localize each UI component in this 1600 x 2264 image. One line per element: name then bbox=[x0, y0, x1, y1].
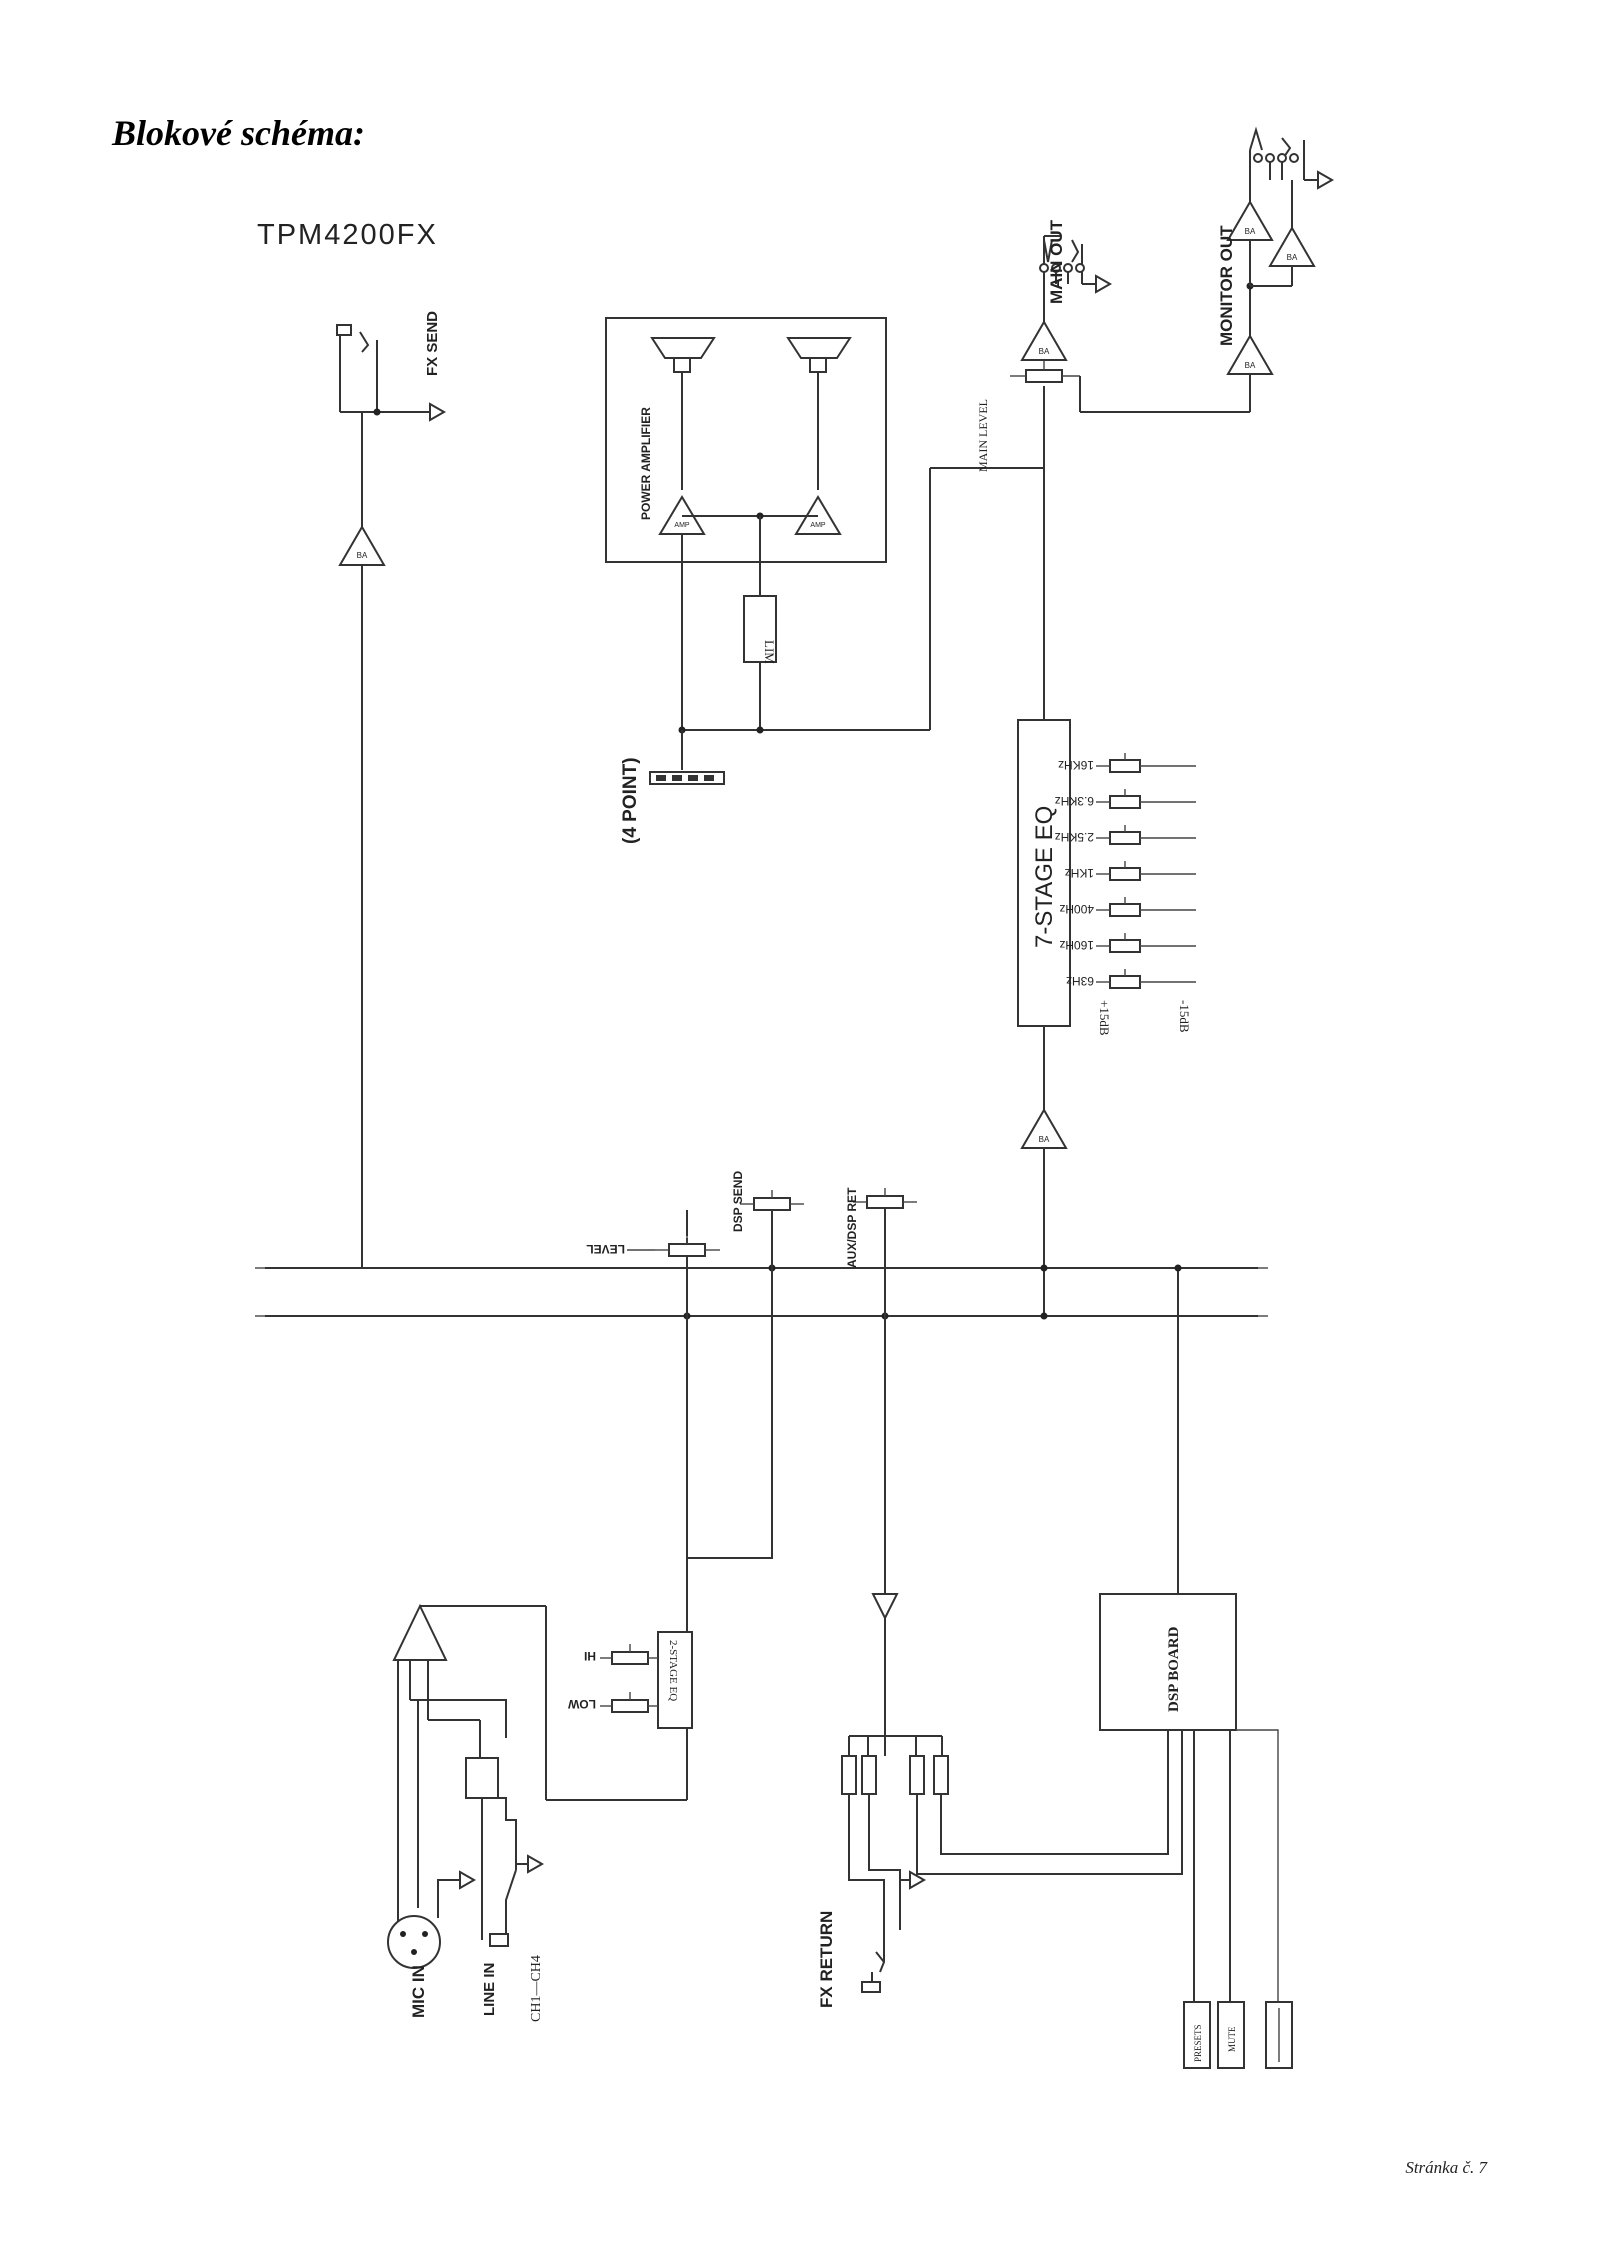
svg-text:63Hz: 63Hz bbox=[1066, 974, 1094, 988]
footswitch-box bbox=[1265, 2001, 1293, 2069]
fx-return-buffer-amp bbox=[871, 1593, 899, 1621]
fx-send-label: FX SEND bbox=[424, 311, 441, 376]
channel-range-label: CH1—CH4 bbox=[529, 1955, 544, 2022]
svg-text:16KHz: 16KHz bbox=[1058, 758, 1094, 772]
eq-band-160hz: 160Hz bbox=[1059, 933, 1196, 953]
svg-text:2.5KHz: 2.5KHz bbox=[1055, 830, 1094, 844]
dsp-board: DSP BOARD bbox=[1099, 1264, 1279, 2002]
power-amplifier-section: POWER AMPLIFIER AMP AMP LIM bbox=[605, 317, 1044, 844]
svg-text:LEVEL: LEVEL bbox=[586, 1242, 625, 1256]
fx-send-buffer-amp: BA bbox=[338, 525, 386, 566]
level-pot-clean: LEVEL bbox=[586, 1236, 720, 1257]
mic-in-label: MIC IN bbox=[409, 1965, 428, 2018]
page-heading: Blokové schéma: bbox=[112, 113, 365, 153]
mix-buses bbox=[255, 1267, 1268, 1317]
eq-band-400hz: 400Hz bbox=[1059, 897, 1196, 917]
level-to-dsp-send bbox=[686, 1210, 773, 1559]
hi-pot: HI bbox=[584, 1644, 658, 1665]
svg-text:PRESETS: PRESETS bbox=[1193, 2024, 1203, 2062]
monitor-buffer-amp-b: BA bbox=[1268, 226, 1316, 267]
mic-preamp bbox=[392, 1603, 517, 1938]
monitor-input-buffer-amp: BA bbox=[1226, 334, 1274, 375]
eq-plus-15db: +15dB bbox=[1097, 1000, 1112, 1036]
main-out-section: BA 7-STAGE EQ +15dB -15dB 16KHz 6 bbox=[976, 219, 1196, 1320]
dsp-send-label: DSP SEND bbox=[731, 1171, 745, 1232]
low-pot: LOW bbox=[567, 1692, 658, 1713]
monitor-out-jack bbox=[1249, 126, 1335, 190]
svg-text:BA: BA bbox=[1287, 253, 1298, 262]
xlr-mic-connector bbox=[387, 1870, 477, 1969]
eq-band-1khz: 1KHz bbox=[1065, 861, 1196, 881]
svg-text:6.3KHz: 6.3KHz bbox=[1055, 794, 1094, 808]
main-level-label: MAIN LEVEL bbox=[976, 399, 990, 472]
fx-send-jack bbox=[336, 324, 447, 422]
svg-text:BA: BA bbox=[1039, 347, 1050, 356]
svg-text:DSP BOARD: DSP BOARD bbox=[1166, 1626, 1182, 1712]
main-out-jack bbox=[1039, 235, 1113, 294]
svg-text:LOW: LOW bbox=[567, 1697, 596, 1711]
svg-text:400Hz: 400Hz bbox=[1059, 902, 1094, 916]
monitor-out-label: MONITOR OUT bbox=[1217, 225, 1236, 346]
svg-text:LIM: LIM bbox=[762, 640, 777, 664]
aux-dsp-ret-potentiometer bbox=[853, 1188, 917, 1209]
eq-band-faders: 16KHz 6.3KHz 2.5KHz 1KHz bbox=[1055, 753, 1196, 989]
eq-band-16khz: 16KHz bbox=[1058, 753, 1196, 773]
line-in-label: LINE IN bbox=[481, 1963, 498, 2016]
svg-text:1KHz: 1KHz bbox=[1065, 866, 1094, 880]
svg-text:BA: BA bbox=[1245, 361, 1256, 370]
svg-text:AMP: AMP bbox=[674, 522, 690, 529]
aux-dsp-ret-label: AUX/DSP RET bbox=[845, 1187, 859, 1268]
fx-return-label: FX RETURN bbox=[817, 1911, 836, 2008]
main-out-buffer-amp: BA bbox=[1020, 320, 1068, 361]
eq-band-63hz: 63Hz bbox=[1066, 969, 1196, 989]
line-in-jack bbox=[481, 1838, 545, 1947]
svg-text:2-STAGE EQ: 2-STAGE EQ bbox=[667, 1640, 679, 1701]
power-amplifier-label: POWER AMPLIFIER bbox=[639, 407, 653, 520]
left-speaker-icon bbox=[650, 337, 716, 490]
page-footer: Stránka č. 7 bbox=[1405, 2158, 1487, 2177]
right-speaker-icon bbox=[786, 337, 852, 490]
svg-text:AMP: AMP bbox=[810, 522, 826, 529]
svg-text:MUTE: MUTE bbox=[1227, 2026, 1237, 2052]
fx-return-jack bbox=[861, 1870, 927, 1993]
svg-text:BA: BA bbox=[1245, 227, 1256, 236]
svg-text:HI: HI bbox=[584, 1649, 596, 1663]
svg-text:160Hz: 160Hz bbox=[1059, 938, 1094, 952]
monitor-out-section: BA BA BA M bbox=[1079, 126, 1335, 413]
fx-return-chain bbox=[841, 1208, 1183, 1993]
svg-text:BA: BA bbox=[1039, 1135, 1050, 1144]
seven-stage-eq: 7-STAGE EQ bbox=[1017, 719, 1071, 1027]
mute-box: MUTE bbox=[1217, 2001, 1245, 2069]
eq-band-2k5hz: 2.5KHz bbox=[1055, 825, 1196, 845]
eq-minus-15db: -15dB bbox=[1177, 1000, 1192, 1033]
presets-box: PRESETS bbox=[1183, 2001, 1211, 2069]
eq-band-6k3hz: 6.3KHz bbox=[1055, 789, 1196, 809]
svg-text:BA: BA bbox=[357, 551, 368, 560]
four-point-label: (4 POINT) bbox=[620, 757, 641, 844]
fx-send-section: BA FX SEND bbox=[336, 311, 447, 1268]
eq-input-buffer-amp: BA bbox=[1020, 1108, 1068, 1149]
svg-text:7-STAGE EQ: 7-STAGE EQ bbox=[1031, 806, 1058, 948]
model-name: TPM4200FX bbox=[257, 219, 438, 251]
four-point-connector bbox=[649, 730, 725, 785]
monitor-buffer-amp-a: BA bbox=[1226, 200, 1274, 241]
input-eq-section: 2-STAGE EQ HI LOW bbox=[420, 1256, 693, 1801]
main-out-label: MAIN OUT bbox=[1047, 219, 1066, 304]
